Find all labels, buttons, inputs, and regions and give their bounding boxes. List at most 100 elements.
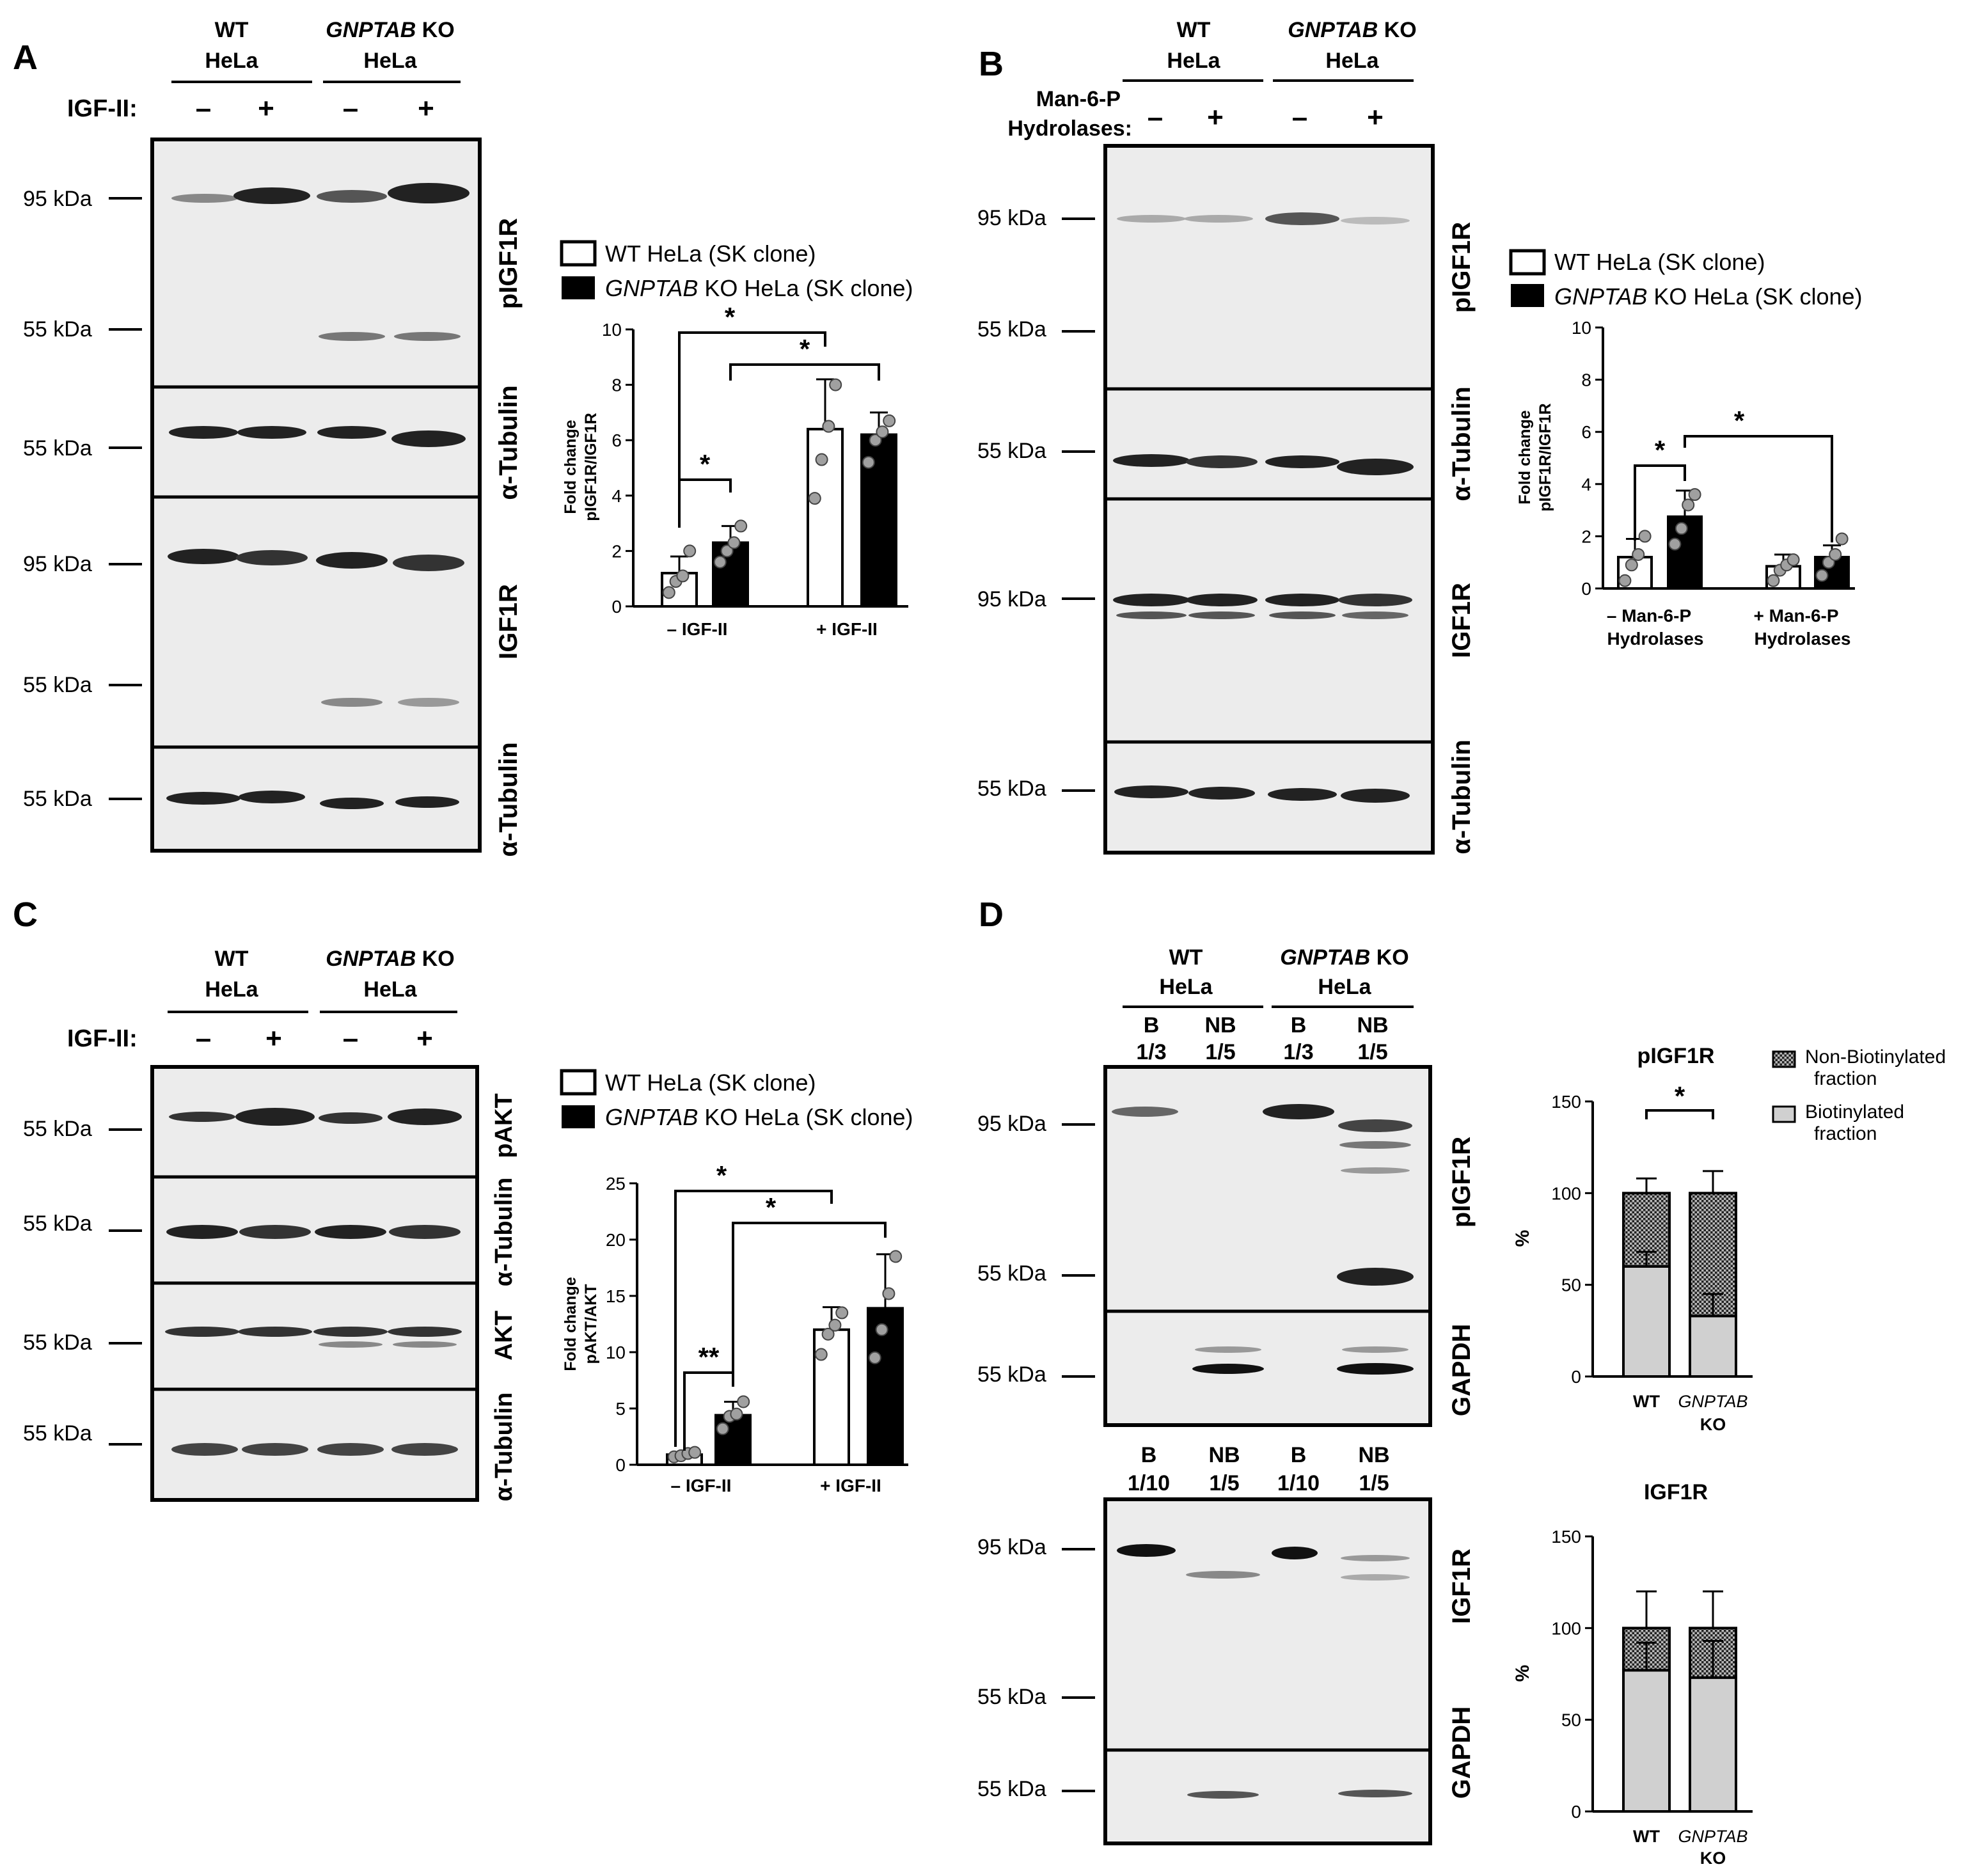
lane-sign: – <box>196 1023 211 1054</box>
lane-sign: – <box>343 93 358 124</box>
lane-sign: – <box>343 1023 358 1054</box>
group-label-ko: GNPTAB KO <box>326 18 454 42</box>
significance-bracket <box>1634 464 1686 540</box>
group-label-ko: GNPTAB KO <box>1288 18 1416 42</box>
lane-label: 1/10 <box>1128 1471 1170 1495</box>
lane-label: 1/3 <box>1136 1040 1166 1064</box>
data-point <box>862 455 875 469</box>
blot-bands <box>165 1108 462 1456</box>
legend-ko: GNPTAB KO HeLa (SK clone) <box>605 275 913 301</box>
y-tick-label: 4 <box>611 486 622 506</box>
data-point <box>808 492 821 505</box>
x-labels-d-top: WT GNPTAB KO <box>1633 1392 1748 1434</box>
group-label-ko: GNPTAB KO <box>1280 945 1408 970</box>
mw-marker: 95 kDa <box>23 187 92 211</box>
data-point <box>734 519 748 533</box>
data-point <box>815 453 828 466</box>
y-tick-label: 15 <box>606 1286 626 1306</box>
significance-star: * <box>1734 406 1745 436</box>
data-point <box>676 569 690 583</box>
y-tick-label: 0 <box>611 597 622 617</box>
x-category-label: KO <box>1700 1415 1726 1434</box>
data-point <box>1835 532 1849 546</box>
significance-star: * <box>725 302 736 332</box>
y-tick-label: 8 <box>611 375 622 395</box>
bar-biotinylated <box>1622 1265 1671 1378</box>
data-point <box>828 1318 842 1332</box>
data-point <box>720 544 734 558</box>
mw-marker: 95 kDa <box>23 552 92 576</box>
y-tick-label: 150 <box>1551 1527 1581 1547</box>
treatment-label: IGF-II: <box>67 1025 138 1052</box>
lane-label: NB <box>1204 1013 1236 1037</box>
group-label-ko-2: HeLa <box>1318 975 1371 999</box>
lane-label: B <box>1144 1013 1160 1037</box>
blot-label: IGF1R <box>1448 583 1476 658</box>
panel-letter: D <box>979 895 1004 934</box>
blot-label: α-Tubulin <box>491 1392 517 1501</box>
data-point <box>835 1306 849 1320</box>
significance-bracket <box>1645 1109 1714 1119</box>
mw-marker: 55 kDa <box>23 787 92 811</box>
data-point <box>1787 553 1800 567</box>
blot-label: pIGF1R <box>1448 222 1476 313</box>
data-point <box>1668 537 1682 551</box>
group-label-wt: WT <box>215 947 249 971</box>
y-tick-label: 2 <box>1581 526 1591 546</box>
mw-marker: 55 kDa <box>23 1117 92 1141</box>
significance-star: * <box>766 1192 777 1222</box>
y-tick-label: 50 <box>1561 1710 1581 1730</box>
group-label-ko: GNPTAB KO <box>326 947 454 971</box>
bar-biotinylated <box>1689 1314 1737 1378</box>
significance-star: ** <box>698 1342 720 1372</box>
group-label-ko-2: HeLa <box>363 49 417 73</box>
mw-marker: 55 kDa <box>23 673 92 697</box>
mw-marker: 55 kDa <box>977 439 1046 463</box>
group-label-wt: WT <box>215 18 249 42</box>
bar-non-biotinylated <box>1689 1192 1737 1318</box>
lane-sign: + <box>416 1023 433 1054</box>
mw-marker: 55 kDa <box>23 1330 92 1355</box>
data-point <box>1638 530 1652 543</box>
x-labels-d-bottom: WT GNPTAB KO <box>1633 1827 1748 1868</box>
legend-ko: GNPTAB KO HeLa (SK clone) <box>1554 283 1863 310</box>
blot-label: α-Tubulin <box>1448 386 1476 501</box>
lane-label: 1/5 <box>1359 1471 1389 1495</box>
significance-bracket <box>683 1371 734 1451</box>
significance-bracket <box>729 363 880 381</box>
significance-bracket <box>674 1190 833 1447</box>
lane-label: 1/5 <box>1205 1040 1235 1064</box>
y-tick-label: 0 <box>615 1455 626 1475</box>
lane-label: 1/3 <box>1283 1040 1313 1064</box>
blot-bands <box>1112 1104 1414 1375</box>
significance-bracket <box>732 1222 887 1376</box>
mw-marker: 95 kDa <box>977 206 1046 230</box>
y-tick-label: 2 <box>611 541 622 561</box>
panel-letter: C <box>13 895 38 934</box>
x-category-label: WT <box>1633 1392 1660 1411</box>
data-point <box>875 1323 888 1336</box>
lane-sign: – <box>1292 102 1307 133</box>
group-label-wt-2: HeLa <box>205 49 258 73</box>
mw-marker: 55 kDa <box>23 317 92 342</box>
data-point <box>730 1407 743 1421</box>
significance-star: * <box>1675 1081 1685 1111</box>
blot-bands <box>1113 212 1414 803</box>
legend-ko: GNPTAB KO HeLa (SK clone) <box>605 1104 913 1130</box>
x-category-label: + IGF-II <box>820 1476 881 1495</box>
y-tick-label: 0 <box>1571 1367 1581 1387</box>
y-tick-label: 5 <box>615 1399 626 1419</box>
lane-label: NB <box>1358 1443 1389 1467</box>
lane-label: 1/5 <box>1209 1471 1239 1495</box>
data-point <box>883 414 896 427</box>
data-point <box>1675 522 1688 535</box>
significance-bracket <box>1684 435 1833 542</box>
group-label-wt-2: HeLa <box>1159 975 1213 999</box>
data-point <box>737 1395 750 1408</box>
